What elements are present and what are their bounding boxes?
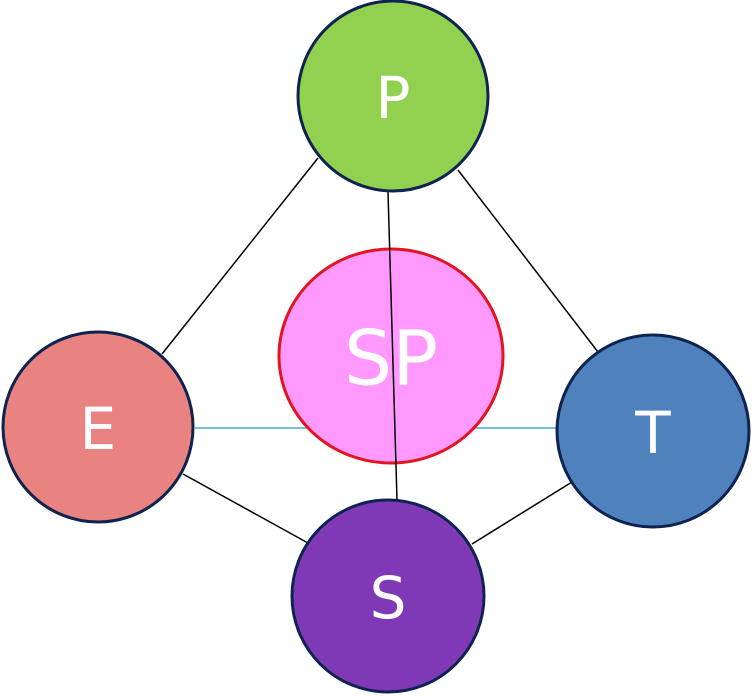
edge-t-s bbox=[471, 481, 573, 545]
node-s-outline bbox=[290, 498, 486, 694]
node-t-outline bbox=[555, 333, 751, 529]
edge-e-s bbox=[182, 473, 309, 544]
node-sp-label: SP bbox=[344, 314, 438, 403]
node-p: P bbox=[296, 0, 490, 193]
edge-p-t bbox=[457, 169, 599, 353]
node-e-label: E bbox=[80, 395, 117, 463]
node-sp: SP bbox=[277, 247, 505, 465]
node-s-label: S bbox=[370, 564, 407, 632]
node-e-outline bbox=[1, 330, 195, 524]
node-sp-circle bbox=[279, 249, 503, 463]
node-t-circle bbox=[557, 335, 749, 527]
node-sp-outline bbox=[277, 247, 505, 465]
node-s: S bbox=[290, 498, 486, 694]
node-e: E bbox=[1, 330, 195, 524]
node-t: T bbox=[555, 333, 751, 529]
node-e-circle bbox=[3, 332, 193, 522]
edge-p-s bbox=[387, 191, 398, 501]
node-p-label: P bbox=[376, 64, 411, 132]
node-p-outline bbox=[296, 0, 490, 193]
edge-p-e bbox=[161, 157, 319, 355]
node-p-circle bbox=[298, 1, 488, 191]
node-s-circle bbox=[292, 500, 484, 692]
node-t-label: T bbox=[634, 399, 671, 467]
